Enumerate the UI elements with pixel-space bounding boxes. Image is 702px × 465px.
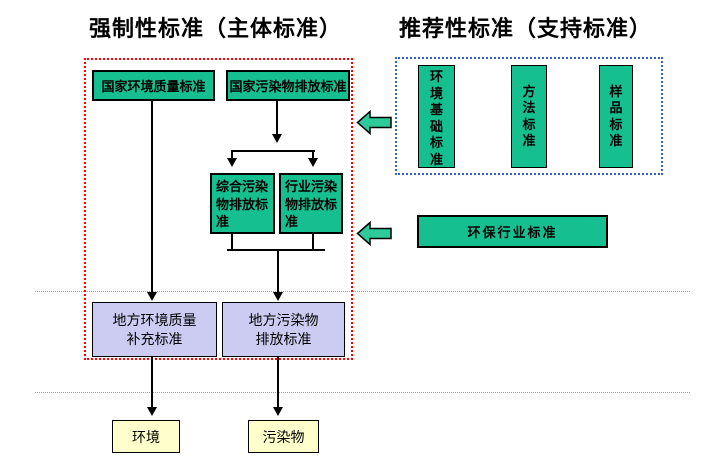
- node-national-env-quality-standard: 国家环境质量标准: [92, 70, 215, 101]
- node-local-env-quality-supplementary-standard: 地方环境质量 补充标准: [92, 302, 217, 357]
- env-basic-standard-label: 环境基础标准: [429, 69, 443, 167]
- arrowhead-merge-down: [273, 292, 283, 301]
- method-standard-label: 方法标准: [522, 83, 536, 149]
- connector-branch-bar: [232, 150, 315, 152]
- local-env-quality-line2: 补充标准: [126, 330, 183, 347]
- support-arrow-icon-top: [356, 110, 392, 135]
- node-pollutant: 污染物: [248, 420, 319, 453]
- connector-merge-down: [277, 251, 279, 292]
- node-env-industry-standard: 环保行业标准: [417, 215, 608, 248]
- arrowhead-local-env-down: [147, 407, 157, 416]
- arrowhead-env-quality-down: [147, 292, 157, 301]
- connector-pollutant-down: [276, 101, 278, 135]
- recommended-group-frame: [395, 57, 663, 175]
- connector-env-quality-down: [151, 101, 153, 293]
- separator-line-bottom: [35, 392, 690, 393]
- connector-local-env-down: [151, 357, 153, 407]
- node-environment: 环境: [112, 420, 180, 453]
- local-pollutant-line1: 地方污染物: [248, 311, 319, 328]
- support-arrow-icon-bottom: [356, 221, 392, 246]
- connector-branch-left: [231, 150, 233, 159]
- node-sample-standard: 样品标准: [599, 65, 633, 168]
- node-industry-pollutant-discharge-standard: 行业污染物排放标准: [279, 173, 343, 234]
- node-local-pollutant-discharge-standard: 地方污染物 排放标准: [222, 302, 345, 357]
- mandatory-group-frame: [84, 58, 353, 360]
- node-national-pollutant-discharge-standard: 国家污染物排放标准: [226, 70, 350, 101]
- arrowhead-branch-left: [227, 158, 237, 167]
- arrowhead-pollutant-down: [272, 134, 282, 143]
- connector-local-pollutant-down: [277, 357, 279, 407]
- separator-line-top: [35, 291, 690, 292]
- local-pollutant-line2: 排放标准: [255, 330, 312, 347]
- connector-branch-right: [312, 150, 314, 159]
- connector-merge-right-stub: [312, 234, 314, 250]
- local-env-quality-line1: 地方环境质量: [112, 311, 197, 328]
- title-mandatory-standards: 强制性标准（主体标准）: [89, 16, 343, 41]
- connector-merge-left-stub: [231, 234, 233, 250]
- node-comprehensive-pollutant-discharge-standard: 综合污染物排放标准: [210, 173, 275, 234]
- arrowhead-branch-right: [308, 158, 318, 167]
- connector-merge-bar: [227, 249, 325, 251]
- title-recommended-standards: 推荐性标准（支持标准）: [399, 16, 653, 41]
- arrowhead-local-pollutant-down: [273, 407, 283, 416]
- sample-standard-label: 样品标准: [609, 83, 623, 149]
- node-method-standard: 方法标准: [511, 65, 547, 168]
- node-env-basic-standard: 环境基础标准: [418, 65, 455, 168]
